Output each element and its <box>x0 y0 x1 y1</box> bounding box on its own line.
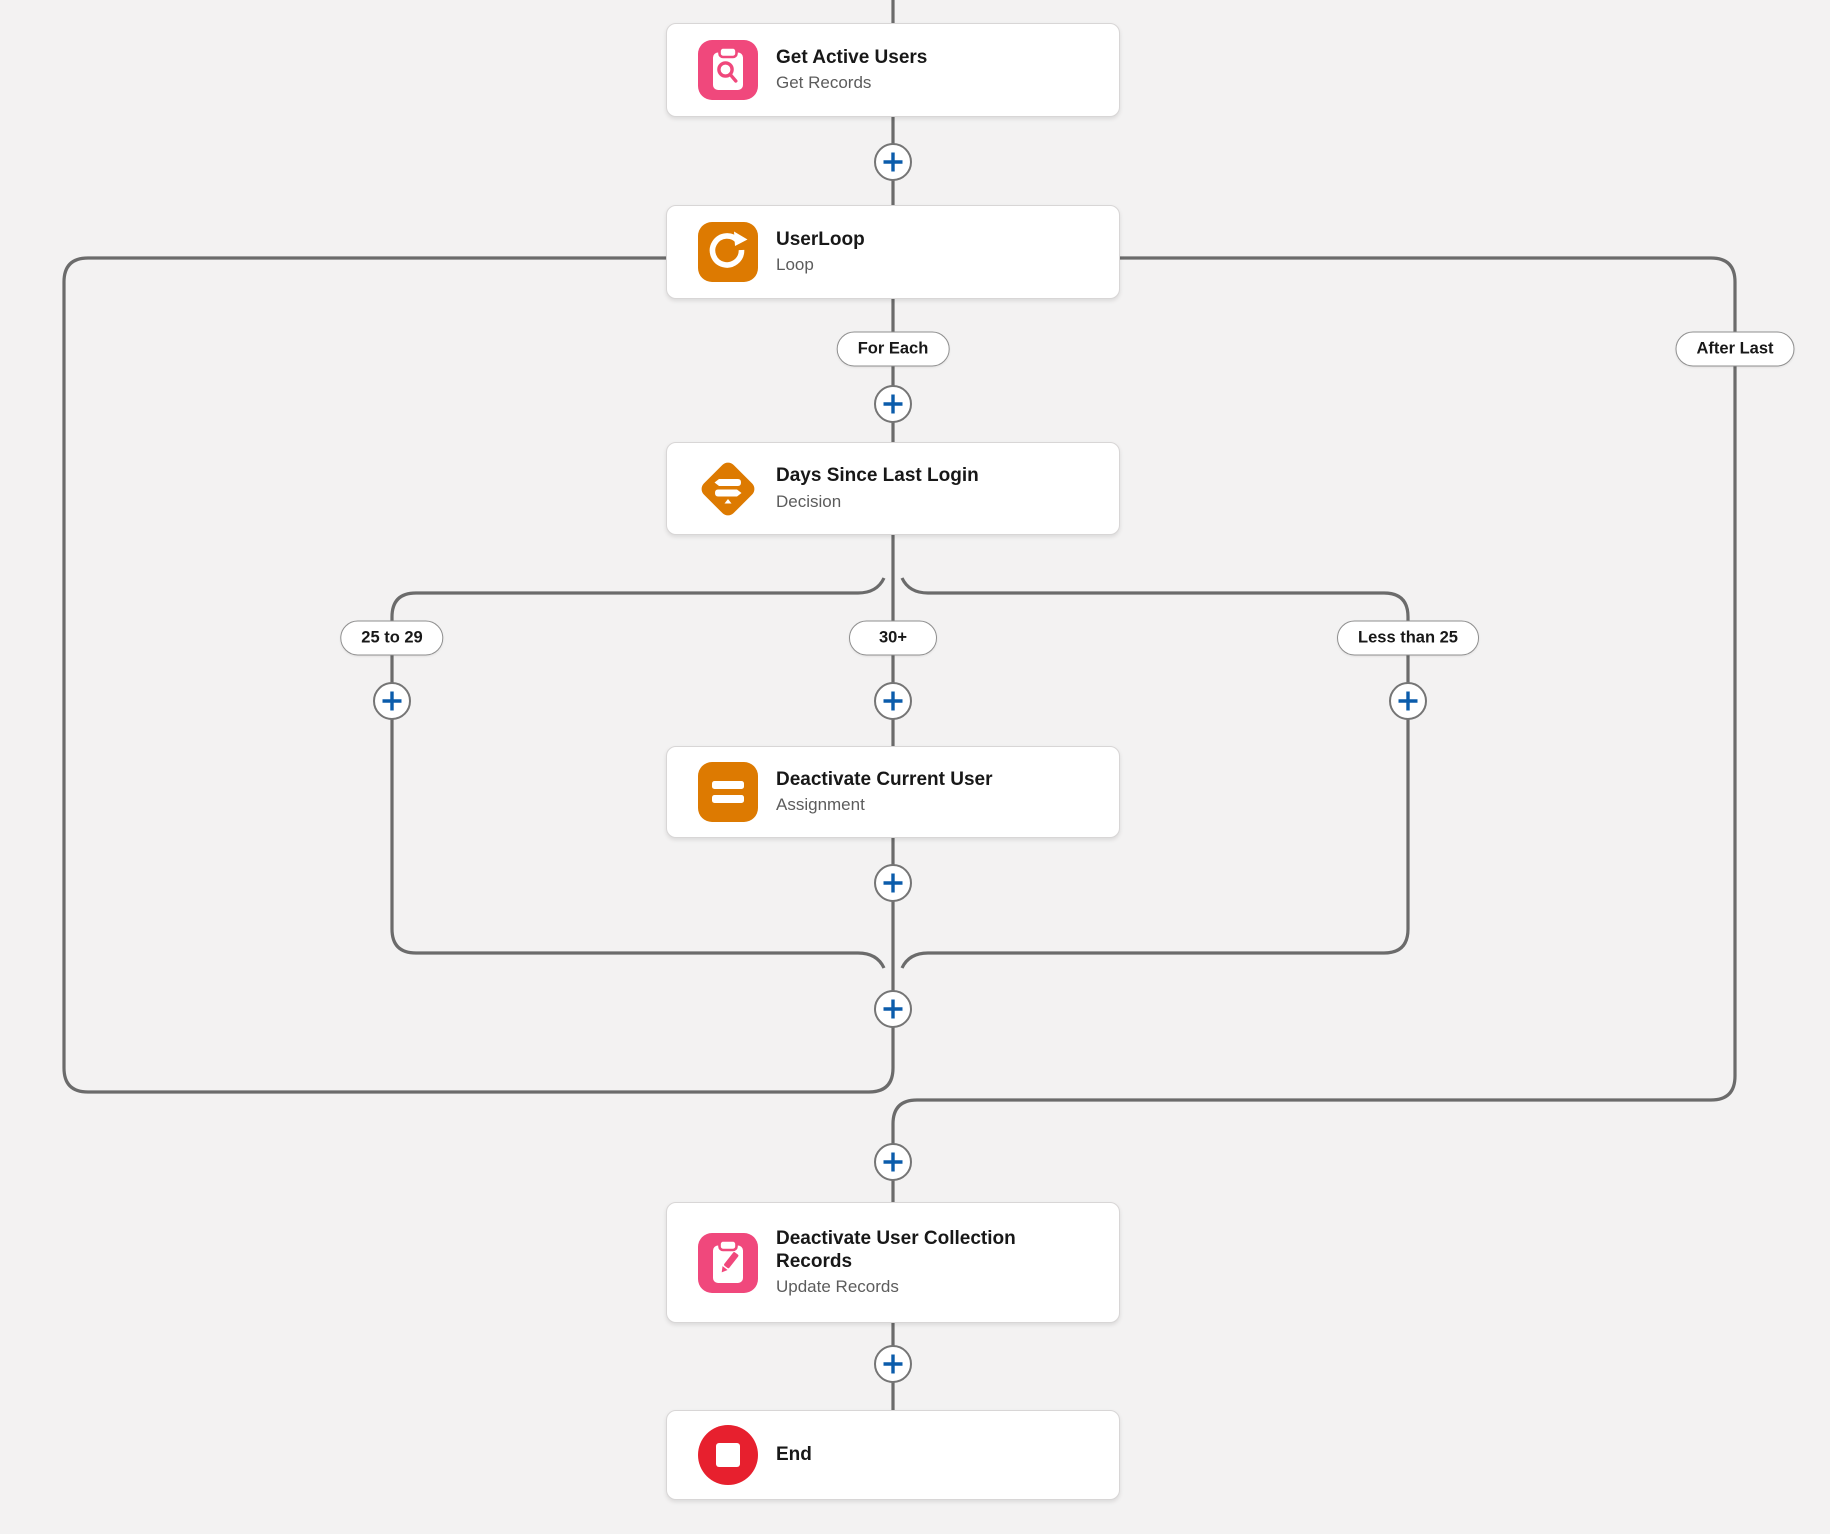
flow-node-days-since-last-login[interactable]: Days Since Last Login Decision <box>666 442 1120 535</box>
plus-icon <box>883 394 903 414</box>
decision-icon <box>698 459 758 519</box>
node-type-label: Assignment <box>776 795 865 815</box>
plus-icon <box>883 691 903 711</box>
node-title: Deactivate Current User <box>776 768 993 790</box>
add-element-button[interactable] <box>874 1345 912 1383</box>
add-element-button[interactable] <box>874 682 912 720</box>
plus-icon <box>883 873 903 893</box>
loop-icon <box>698 222 758 282</box>
flow-node-end[interactable]: End <box>666 1410 1120 1500</box>
connector-label-outcome-25-to-29: 25 to 29 <box>340 620 444 656</box>
flow-node-userloop[interactable]: UserLoop Loop <box>666 205 1120 299</box>
node-type-label: Update Records <box>776 1277 899 1297</box>
plus-icon <box>883 999 903 1019</box>
plus-icon <box>382 691 402 711</box>
node-title: End <box>776 1444 812 1466</box>
node-type-label: Get Records <box>776 73 872 93</box>
add-element-button[interactable] <box>874 864 912 902</box>
node-title: UserLoop <box>776 228 865 250</box>
update-records-icon <box>698 1232 758 1293</box>
plus-icon <box>883 1354 903 1374</box>
add-element-button[interactable] <box>874 990 912 1028</box>
node-type-label: Loop <box>776 255 814 275</box>
flow-node-deactivate-current-user[interactable]: Deactivate Current User Assignment <box>666 746 1120 838</box>
plus-icon <box>1398 691 1418 711</box>
node-title: Deactivate User Collection Records <box>776 1227 1016 1272</box>
add-element-button[interactable] <box>874 143 912 181</box>
plus-icon <box>883 152 903 172</box>
add-element-button[interactable] <box>874 385 912 423</box>
get-records-icon <box>698 40 758 100</box>
connector-label-after-last: After Last <box>1675 331 1795 367</box>
node-title: Get Active Users <box>776 46 928 68</box>
end-icon <box>698 1425 758 1485</box>
connector-label-for-each: For Each <box>836 331 950 367</box>
connector-label-outcome-less-than-25: Less than 25 <box>1337 620 1479 656</box>
flow-node-deactivate-user-collection-records[interactable]: Deactivate User Collection Records Updat… <box>666 1202 1120 1323</box>
add-element-button[interactable] <box>1389 682 1427 720</box>
flow-node-get-active-users[interactable]: Get Active Users Get Records <box>666 23 1120 117</box>
plus-icon <box>883 1152 903 1172</box>
assignment-icon <box>698 762 758 822</box>
connector-label-outcome-30-plus: 30+ <box>849 620 937 656</box>
add-element-button[interactable] <box>373 682 411 720</box>
add-element-button[interactable] <box>874 1143 912 1181</box>
node-title: Days Since Last Login <box>776 465 979 487</box>
node-type-label: Decision <box>776 491 842 511</box>
